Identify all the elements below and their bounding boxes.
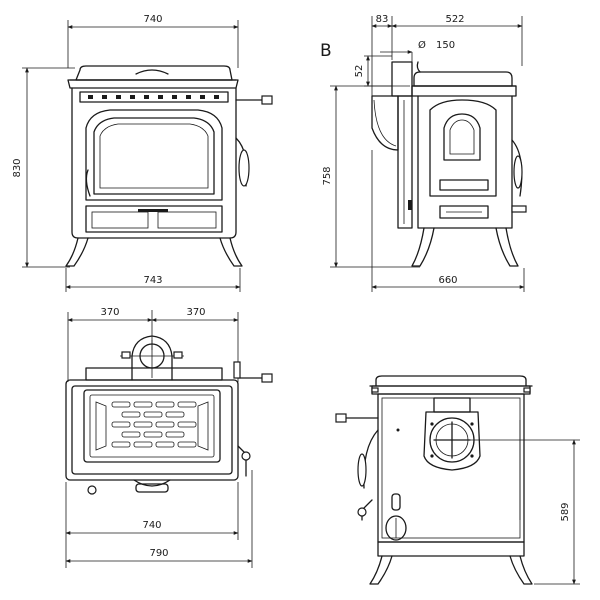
rear-flue-height-dimension: 589: [470, 439, 580, 585]
side-height-dimension: 758: [322, 85, 420, 268]
rear-view: 589: [335, 375, 580, 585]
top-width-inner-dimension: 740: [65, 482, 239, 540]
top-flue-collar: [120, 335, 184, 381]
side-view: B 83 522 Ø 150 52: [320, 14, 527, 292]
flue-diameter-symbol: Ø: [418, 39, 426, 51]
side-flue-diameter: Ø 150: [380, 39, 455, 64]
top-half-left-label: 370: [100, 307, 119, 318]
side-top-dimensions: 83 522: [371, 14, 523, 96]
side-flue-height-label: 52: [354, 65, 365, 78]
top-view: 370 370: [65, 307, 273, 568]
side-depth-top-label: 522: [445, 14, 464, 25]
side-stove-body: [371, 61, 527, 267]
front-width-base-label: 743: [143, 275, 162, 286]
front-stove-body: [65, 65, 273, 267]
front-height-dimension: 830: [12, 67, 75, 268]
front-width-top-label: 740: [143, 14, 162, 25]
top-width-overall-dimension: 790: [65, 470, 253, 568]
side-height-label: 758: [322, 166, 333, 185]
front-base-dimension: 743: [65, 268, 241, 292]
side-base-dimension: 660: [371, 150, 525, 292]
front-height-label: 830: [12, 158, 23, 177]
top-width-inner-label: 740: [142, 520, 161, 531]
flue-diameter-value: 150: [436, 40, 455, 51]
front-top-dimension: 740: [67, 14, 239, 68]
side-depth-base-label: 660: [438, 275, 457, 286]
rear-stove-body: [335, 375, 533, 585]
side-flue-height-dimension: 52: [354, 55, 392, 87]
top-half-right-label: 370: [186, 307, 205, 318]
top-half-dimensions: 370 370: [67, 307, 239, 382]
view-label-b: B: [320, 41, 332, 61]
top-width-overall-label: 790: [149, 548, 168, 559]
side-flue-offset-label: 83: [376, 14, 389, 25]
rear-flue-center-height-label: 589: [560, 502, 571, 521]
front-view: 740 830: [12, 14, 273, 292]
top-stove-body: [65, 361, 273, 495]
